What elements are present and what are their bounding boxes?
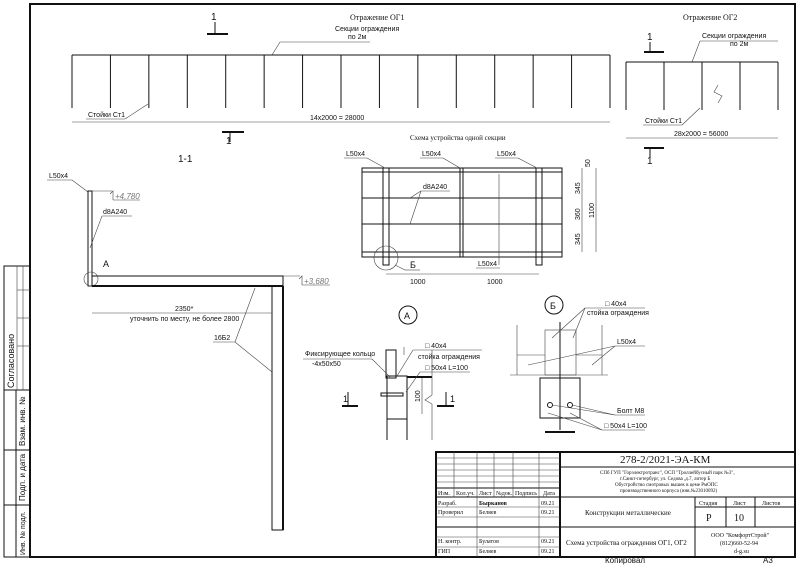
detail-b: Б □ 40х4 стойка ограждения L50x4 Болт М8… bbox=[510, 295, 649, 433]
row-date: 09.21 bbox=[541, 501, 555, 507]
scheme-rebar-label: d8A240 bbox=[423, 184, 447, 191]
section-title: 1-1 bbox=[178, 154, 193, 165]
og2-dimension: 28x2000 = 56000 bbox=[674, 131, 728, 138]
detail-a-title: А bbox=[404, 311, 410, 321]
scheme-title: Схема устройства одной секции bbox=[410, 134, 506, 142]
a-dim-100: 100 bbox=[415, 390, 422, 402]
hdr-date: Дата bbox=[543, 491, 555, 497]
og1-sections-label-2: по 2м bbox=[348, 34, 367, 41]
og2-section-mark-top: 1 bbox=[647, 32, 653, 43]
hdr-list: Лист bbox=[479, 491, 492, 497]
company-name: ООО "КомфортСтрой" bbox=[711, 532, 770, 539]
og1-sections-label: Секции ограждения bbox=[335, 26, 399, 33]
og2-section-mark-bottom: 1 bbox=[647, 156, 653, 167]
og1-dimension: 14x2000 = 28000 bbox=[310, 115, 364, 122]
hdr-kol: Кол.уч. bbox=[456, 491, 475, 497]
ring-size-label: -4x50x50 bbox=[312, 361, 341, 368]
section-angle-label: L50x4 bbox=[49, 173, 68, 180]
hdr-sign: Подпись bbox=[515, 491, 537, 497]
row-role: ГИП bbox=[438, 549, 451, 555]
scheme-angle-left: L50x4 bbox=[346, 151, 365, 158]
dim-360: 360 bbox=[575, 208, 582, 220]
a-post-label: стойка ограждения bbox=[418, 353, 480, 361]
row-role: Разраб. bbox=[438, 500, 457, 507]
section-1-1: 1-1 L50x4 +4,780 d8A240 А +3,680 2350* у… bbox=[47, 154, 330, 531]
row-date: 09.21 bbox=[541, 549, 555, 555]
detail-b-title: Б bbox=[550, 301, 556, 311]
og2-posts-label: Стойки Ст1 bbox=[645, 117, 682, 125]
a-tube-label: □ 40х4 bbox=[425, 343, 446, 350]
doc-code: 278-2/2021-ЭА-КМ bbox=[620, 454, 711, 466]
section-rebar-label: d8A240 bbox=[103, 209, 127, 216]
org-line-4: производственного корпуса (инв.№23010092… bbox=[620, 488, 718, 494]
og2-title: Отражение ОГ2 bbox=[683, 13, 737, 22]
dim-345-a: 345 bbox=[575, 182, 582, 194]
elevation-beam: +3,680 bbox=[304, 277, 329, 286]
stamp-inv-orig: Инв. № подл. bbox=[20, 511, 27, 555]
company-phone: (812)660-52-94 bbox=[720, 540, 758, 547]
dim-50: 50 bbox=[585, 159, 592, 167]
row-date: 09.21 bbox=[541, 539, 555, 545]
scheme-angle-right: L50x4 bbox=[497, 151, 516, 158]
a-mark-left: 1 bbox=[343, 394, 348, 404]
title-block: 278-2/2021-ЭА-КМ СПб ГУП "Горэлектротран… bbox=[435, 451, 796, 558]
stamp-sign-date: Подп. и дата bbox=[18, 453, 27, 501]
ring-label: Фиксирующее кольцо bbox=[305, 351, 375, 358]
sheets-label: Листов bbox=[762, 501, 780, 507]
detail-a-ref: А bbox=[103, 259, 109, 269]
plan-og2: Отражение ОГ2 Секции ограждения по 2м 1 … bbox=[625, 13, 779, 167]
row-role: Проверил bbox=[438, 510, 463, 516]
scheme-angle-mid: L50x4 bbox=[422, 151, 441, 158]
drawing-title: Схема устройства ограждения ОГ1, ОГ2 bbox=[566, 539, 687, 547]
row-date: 09.21 bbox=[541, 510, 555, 516]
a-mark-right: 1 bbox=[450, 394, 455, 404]
a-tube2-label: □ 50х4 L=100 bbox=[425, 365, 468, 372]
row-name: Бырканов bbox=[479, 501, 508, 507]
b-angle-label: L50x4 bbox=[617, 339, 636, 346]
plan-og1: Отражение ОГ1 Секции ограждения по 2м 1 … bbox=[71, 12, 611, 147]
og1-section-mark-bottom: 1 bbox=[226, 136, 232, 147]
dim-1100: 1100 bbox=[589, 203, 596, 218]
org-line-1: СПб ГУП "Горэлектротранс", ОСП "Троллейб… bbox=[600, 470, 735, 476]
stamp-replace-inv: Взам. инв. № bbox=[18, 396, 27, 446]
detail-a: А Фиксирующее кольцо -4x50x50 □ 40х4 сто… bbox=[303, 305, 482, 440]
sheet-label: Лист bbox=[733, 501, 746, 507]
sheet-value: 10 bbox=[734, 513, 744, 524]
beam-label: 16Б2 bbox=[214, 335, 230, 342]
section-scheme: Схема устройства одной секции L50x4 L50x… bbox=[344, 134, 597, 286]
dim-345-b: 345 bbox=[575, 233, 582, 245]
sheet-title: Конструкции металлические bbox=[585, 509, 671, 517]
company-site: d-g.su bbox=[734, 549, 749, 555]
elevation-top: +4,780 bbox=[115, 192, 140, 201]
b-tube-label: □ 40х4 bbox=[605, 301, 626, 308]
b-bolt-label: Болт М8 bbox=[617, 408, 644, 415]
row-role: Н. контр. bbox=[438, 539, 462, 545]
scheme-angle-bottom: L50x4 bbox=[478, 261, 497, 268]
dim-1000-a: 1000 bbox=[410, 279, 426, 286]
hdr-izm: Изм. bbox=[438, 491, 450, 497]
org-line-2: г.Санкт-петербург, ул. Седова ,д.7, лите… bbox=[620, 477, 710, 482]
og2-sections-label: Секции ограждения bbox=[702, 33, 766, 40]
stage-value: Р bbox=[706, 513, 712, 524]
side-stamp: Согласовано Взам. инв. № Подп. и дата Ин… bbox=[3, 265, 31, 558]
org-line-3: Обустройство смотровых вышек в цеме РмОП… bbox=[615, 483, 718, 488]
copied-label: Копировал bbox=[605, 556, 645, 565]
og1-section-mark-top: 1 bbox=[211, 12, 217, 23]
og1-posts-label: Стойки Ст1 bbox=[88, 111, 125, 119]
format-label: А3 bbox=[763, 556, 773, 565]
dim-1000-b: 1000 bbox=[487, 279, 503, 286]
stage-label: Стадия bbox=[699, 501, 718, 507]
stamp-agreed: Согласовано bbox=[6, 334, 16, 388]
span-note: уточнить по месту, не более 2800 bbox=[130, 315, 239, 323]
row-name: Булатов bbox=[479, 539, 499, 545]
b-tube2-label: □ 50х4 L=100 bbox=[604, 423, 647, 430]
detail-b-ref: Б bbox=[410, 260, 416, 270]
span-dimension: 2350* bbox=[175, 306, 194, 313]
row-name: Беляев bbox=[479, 510, 497, 516]
hdr-ndok: №док. bbox=[496, 491, 513, 497]
og2-sections-label-2: по 2м bbox=[730, 41, 749, 48]
row-name: Беляев bbox=[479, 549, 497, 555]
og1-title: Отражение ОГ1 bbox=[350, 13, 404, 22]
b-post-label: стойка ограждения bbox=[587, 309, 649, 317]
